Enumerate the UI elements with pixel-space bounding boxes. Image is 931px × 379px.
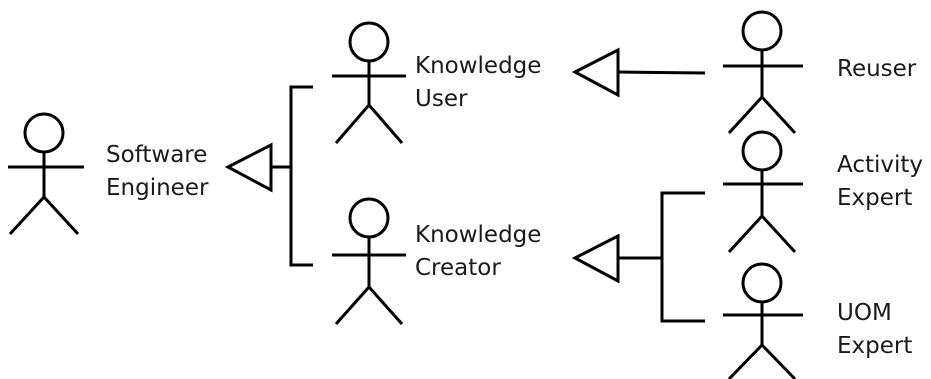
label-line: Activity xyxy=(837,152,924,178)
generalization-to-software-engineer xyxy=(224,85,313,267)
generalization-arrowhead xyxy=(571,47,620,98)
label-line: Knowledge xyxy=(415,222,542,248)
label-line: Expert xyxy=(837,333,913,359)
label-line: Expert xyxy=(837,185,913,211)
label-line: UOM xyxy=(837,300,892,326)
label-knowledge-creator: Knowledge Creator xyxy=(415,219,541,285)
actor-software-engineer-figure xyxy=(8,112,84,236)
label-reuser: Reuser xyxy=(837,53,916,86)
actor-uom-expert-figure xyxy=(723,262,803,379)
generalization-arrowhead xyxy=(571,233,620,284)
label-line: Creator xyxy=(415,255,501,281)
actor-knowledge-creator-figure xyxy=(332,197,406,325)
actor-activity-expert-figure xyxy=(723,130,803,254)
label-uom-expert: UOM Expert xyxy=(837,297,912,363)
actor-knowledge-user-figure xyxy=(332,21,406,144)
label-line: Software xyxy=(106,142,208,168)
label-line: User xyxy=(415,86,468,112)
label-line: Engineer xyxy=(106,175,209,201)
label-line: Reuser xyxy=(837,56,917,82)
label-activity-expert: Activity Expert xyxy=(837,149,923,215)
label-knowledge-user: Knowledge User xyxy=(415,50,541,116)
label-line: Knowledge xyxy=(415,53,542,79)
generalization-arrowhead xyxy=(224,142,273,193)
label-software-engineer: Software Engineer xyxy=(106,139,208,205)
generalization-to-knowledge-creator xyxy=(571,191,705,323)
actor-reuser-figure xyxy=(723,10,803,135)
generalization-reuser-to-knowledge-user xyxy=(571,47,706,98)
